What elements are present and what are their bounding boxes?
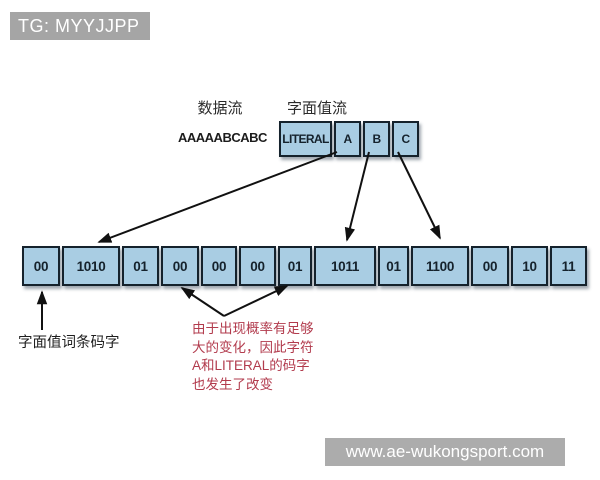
bit-cell: 01 — [122, 246, 159, 286]
bit-cell: 1011 — [314, 246, 376, 286]
literal-stream-label: 字面值流 — [286, 100, 347, 117]
bit-cell: 00 — [22, 246, 60, 286]
literal-token-box: C — [392, 121, 419, 157]
arrow-token-b-to-1011 — [344, 151, 370, 242]
bit-cell: 00 — [471, 246, 509, 286]
bit-cell: 00 — [201, 246, 237, 286]
arrow-token-a-to-1010 — [97, 151, 338, 243]
data-stream-value: AAAAABCABC — [178, 130, 267, 145]
bit-cell: 00 — [239, 246, 276, 286]
header-watermark-bar: TG: MYYJJPP — [10, 12, 150, 40]
literal-token-box: A — [334, 121, 361, 157]
bitstream-row: 00 1010 01 00 00 00 01 1011 01 1100 00 1… — [22, 246, 587, 286]
footer-watermark-bar: www.ae-wukongsport.com — [325, 438, 565, 466]
literal-token-box: B — [363, 121, 390, 157]
data-stream-label: 数据流 — [197, 100, 243, 117]
bit-cell: 01 — [378, 246, 409, 286]
bit-cell: 11 — [550, 246, 587, 286]
literal-token-box: LITERAL — [279, 121, 332, 157]
arrow-note-to-cell-01 — [223, 285, 289, 317]
bit-cell: 1010 — [62, 246, 120, 286]
literal-stream-boxes: LITERAL A B C — [279, 121, 419, 157]
annotation-text: 由于出现概率有足够 大的变化，因此字符 A和LITERAL的码字 也发生了改变 — [192, 321, 314, 392]
bit-cell: 01 — [278, 246, 312, 286]
codeword-pointer-label: 字面值词条码字 — [18, 335, 120, 351]
arrow-token-c-to-1100 — [397, 151, 441, 240]
bit-cell: 1100 — [411, 246, 469, 286]
arrow-note-to-cell-00 — [180, 287, 225, 317]
bit-cell: 00 — [161, 246, 199, 286]
bit-cell: 10 — [511, 246, 548, 286]
